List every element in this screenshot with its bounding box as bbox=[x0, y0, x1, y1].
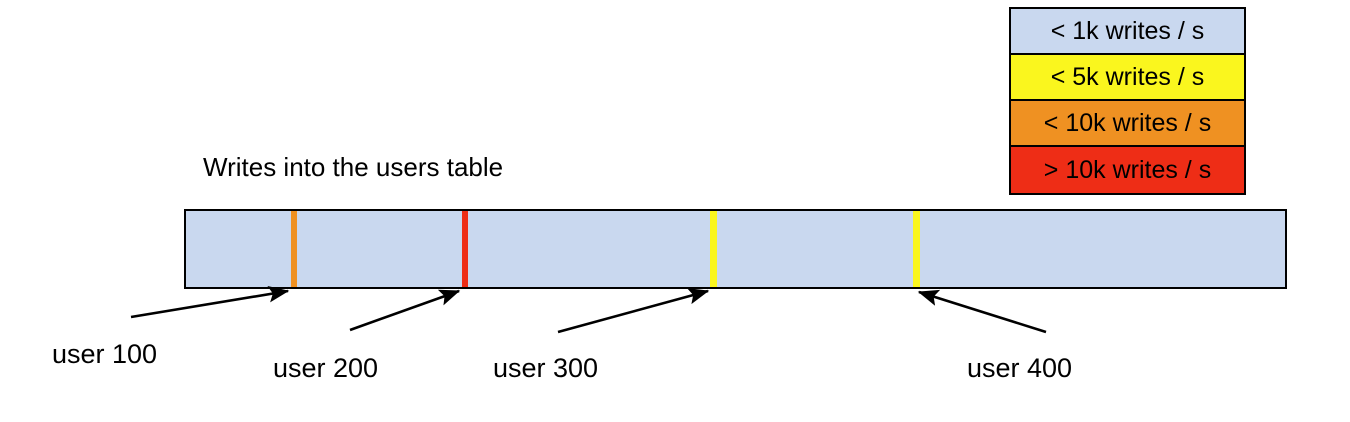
legend-row-under-5k: < 5k writes / s bbox=[1011, 55, 1244, 101]
label-user-200: user 200 bbox=[273, 353, 379, 383]
label-user-300: user 300 bbox=[493, 353, 599, 383]
legend-row-under-1k: < 1k writes / s bbox=[1011, 9, 1244, 55]
stripe-user-200 bbox=[462, 211, 468, 287]
arrow-user-400 bbox=[917, 289, 1047, 334]
diagram-caption: Writes into the users table bbox=[203, 152, 504, 182]
label-user-100: user 100 bbox=[52, 339, 158, 369]
stripe-user-100 bbox=[291, 211, 297, 287]
legend: < 1k writes / s < 5k writes / s < 10k wr… bbox=[1009, 7, 1246, 195]
legend-row-over-10k: > 10k writes / s bbox=[1011, 147, 1244, 193]
users-table-bar bbox=[184, 209, 1287, 289]
stripe-user-300 bbox=[710, 211, 717, 287]
arrow-user-100 bbox=[130, 285, 290, 319]
arrow-user-200 bbox=[349, 289, 461, 332]
stripe-user-400 bbox=[913, 211, 920, 287]
legend-label-under-1k: < 1k writes / s bbox=[1050, 16, 1205, 45]
legend-label-over-10k: > 10k writes / s bbox=[1043, 155, 1212, 184]
arrow-user-300 bbox=[557, 288, 710, 334]
legend-row-under-10k: < 10k writes / s bbox=[1011, 101, 1244, 147]
legend-label-under-5k: < 5k writes / s bbox=[1050, 62, 1205, 91]
label-user-400: user 400 bbox=[967, 353, 1073, 383]
legend-label-under-10k: < 10k writes / s bbox=[1043, 108, 1212, 137]
